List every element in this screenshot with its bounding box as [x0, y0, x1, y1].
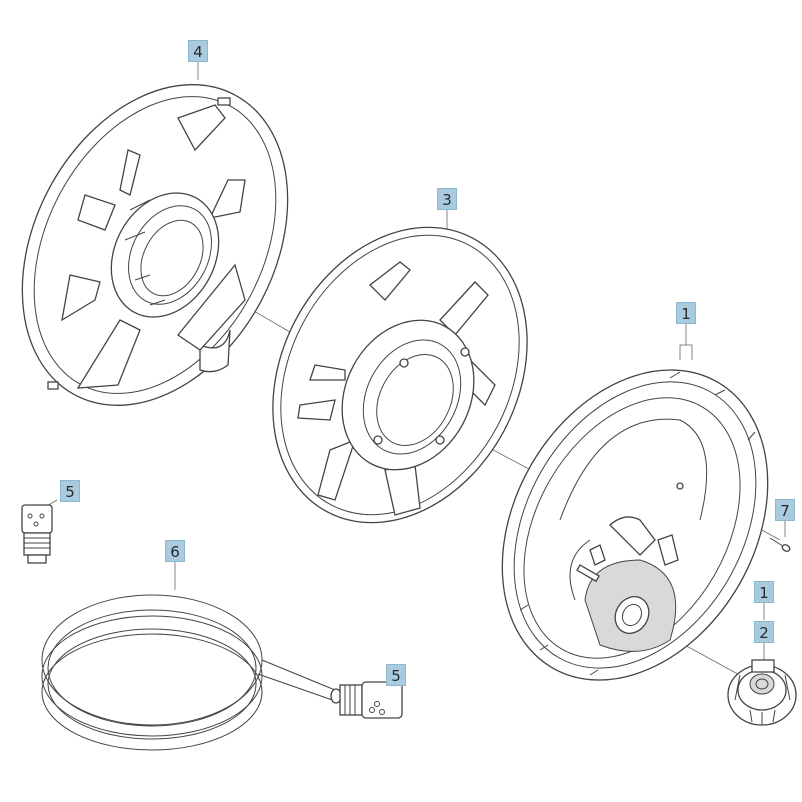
- part-7-screw: [769, 537, 791, 552]
- part-2-hub-knob: [727, 659, 797, 726]
- callout-part-4: 4: [188, 40, 208, 62]
- callout-part-5-top: 5: [60, 480, 80, 502]
- callout-part-1-hub: 1: [754, 581, 774, 603]
- callout-part-6: 6: [165, 540, 185, 562]
- callout-part-1-drum: 1: [676, 302, 696, 324]
- part-4-flange: [21, 84, 289, 406]
- callout-part-5-bottom: 5: [386, 664, 406, 686]
- callout-part-2: 2: [754, 621, 774, 643]
- part-6-hose: [32, 579, 342, 751]
- part-5-coupling-top: [21, 504, 53, 564]
- callout-part-3: 3: [437, 188, 457, 210]
- part-5-coupling-bottom: [339, 681, 403, 719]
- callout-part-7: 7: [775, 499, 795, 521]
- part-3-flange: [272, 226, 528, 524]
- part-1-drum-housing: [501, 369, 769, 681]
- leader-1-drum: [679, 344, 693, 360]
